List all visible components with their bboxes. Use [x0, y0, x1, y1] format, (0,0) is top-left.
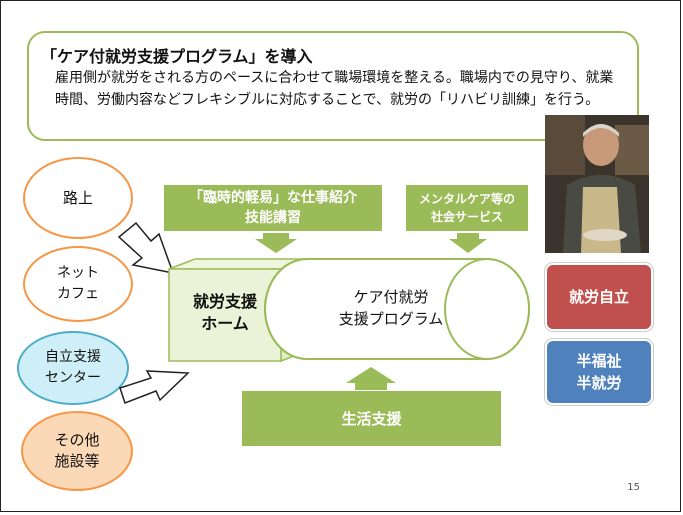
life-support-box: 生活支援 — [242, 391, 501, 446]
page-number: 15 — [627, 482, 640, 493]
arrow-down-left — [255, 233, 297, 253]
mental-care-box: メンタルケア等の 社会サービス — [406, 185, 528, 231]
program-label: ケア付就労 支援プログラム — [338, 288, 444, 328]
worker-photo — [545, 115, 649, 253]
outcome-half-welfare: 半福祉 半就労 — [545, 339, 653, 405]
arrow-up — [346, 367, 396, 390]
intro-body: 雇用側が就労をされる方のペースに合わせて職場環境を整える。職場内での見守り、就業… — [55, 70, 614, 108]
source-support-center: 自立支援 センター — [17, 331, 129, 405]
intro-title: 「ケア付就労支援プログラム」を導入 — [41, 47, 313, 66]
job-intro-box: 「臨時的軽易」な仕事紹介 技能講習 — [164, 185, 382, 231]
arrow-from-top-sources — [117, 221, 175, 274]
source-street: 路上 — [23, 157, 133, 239]
outcome-independent: 就労自立 — [545, 263, 653, 331]
home-label: 就労支援 ホーム — [192, 292, 257, 333]
source-net-cafe: ネット カフェ — [23, 246, 133, 322]
intro-callout: 「ケア付就労支援プログラム」を導入 雇用側が就労をされる方のペースに合わせて職場… — [27, 31, 639, 141]
home-box — [168, 268, 282, 362]
source-other-facilities: その他 施設等 — [21, 411, 133, 491]
arrow-from-bottom-sources — [119, 370, 190, 404]
arrow-down-right — [449, 233, 487, 253]
